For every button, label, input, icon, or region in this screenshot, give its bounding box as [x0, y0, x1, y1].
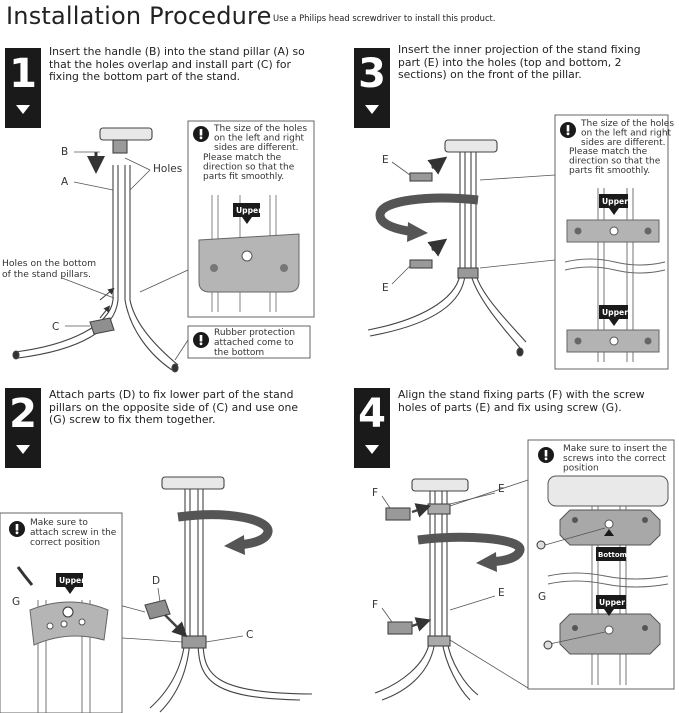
- note-line: Make sure to: [30, 518, 88, 528]
- step-1-hole-note: Upper: [187, 120, 315, 318]
- warning-icon: [560, 122, 576, 138]
- down-arrow-icon: [16, 445, 30, 454]
- warning-icon: [193, 332, 209, 348]
- step-1-number: 1: [9, 51, 37, 97]
- step-2-diagram: [107, 476, 313, 713]
- step-1-badge: 1: [5, 48, 41, 128]
- step-3-number: 3: [358, 51, 386, 97]
- note-line: Rubber protection: [214, 328, 295, 338]
- note-line: on the left and right: [581, 128, 672, 138]
- page-title: Installation Procedure: [6, 2, 272, 30]
- step-3-diagram: [367, 139, 556, 357]
- step-2-instruction: Attach parts (D) to fix lower part of th…: [49, 388, 299, 427]
- step-4-bottom-tag: Bottom: [598, 551, 627, 559]
- step-1-rubber-note: [187, 325, 311, 359]
- step-4-instruction: Align the stand fixing parts (F) with th…: [398, 388, 645, 414]
- step-2-screw-note: Upper: [0, 512, 123, 713]
- step-4-label-g: G: [538, 591, 546, 603]
- note-line: direction so that the: [569, 157, 661, 167]
- note-line: attach screw in the: [30, 528, 117, 538]
- step-4-label-e-bottom: E: [498, 587, 505, 599]
- step-2-badge: 2: [5, 388, 41, 468]
- step-3-hole-note: Upper Upper: [554, 114, 669, 370]
- note-line: sides are different.: [581, 138, 666, 148]
- step-1-label-bottom-holes-2: of the stand pillars.: [2, 269, 91, 280]
- fixing-part-c: [89, 317, 115, 335]
- step-4-label-f-bottom: F: [372, 599, 378, 611]
- note-line: Make sure to insert the: [563, 444, 668, 454]
- step-4-screw-note: Bottom Upper: [527, 439, 675, 690]
- note-line: screws into the correct: [563, 454, 666, 464]
- down-arrow-icon: [16, 105, 30, 114]
- note-line: parts fit smoothly.: [569, 166, 650, 176]
- step-4-upper-tag: Upper: [599, 598, 625, 607]
- step-1-label-holes: Holes: [153, 163, 182, 175]
- step-3-label-e-top: E: [382, 154, 389, 166]
- step-4-number: 4: [358, 391, 386, 437]
- stand-pillars-a: [12, 165, 179, 373]
- page-subtitle: Use a Philips head screwdriver to instal…: [273, 13, 496, 23]
- note-line: position: [563, 464, 599, 474]
- note-line: The size of the holes: [580, 119, 674, 129]
- handle-part-b: [99, 127, 153, 154]
- warning-icon: [193, 126, 209, 142]
- step-4-badge: 4: [354, 388, 390, 468]
- step-3-instruction: Insert the inner projection of the stand…: [398, 43, 641, 82]
- note-line: Please match the: [569, 147, 648, 157]
- step-1-label-c: C: [52, 321, 59, 333]
- step-2-label-g: G: [12, 596, 20, 608]
- note-line: attached come to: [214, 338, 294, 348]
- step-1-instruction: Insert the handle (B) into the stand pil…: [49, 45, 305, 84]
- step-3-badge: 3: [354, 48, 390, 128]
- down-arrow-icon: [365, 445, 379, 454]
- step-2-upper-tag: Upper: [59, 576, 85, 585]
- step-4-label-f-top: F: [372, 487, 378, 499]
- note-line: The size of the holes: [213, 124, 307, 134]
- step-1-label-bottom-holes-1: Holes on the bottom: [2, 258, 96, 269]
- step-1-label-a: A: [61, 176, 69, 188]
- step-3-upper-tag-bottom: Upper: [602, 308, 628, 317]
- step-4-diagram: [374, 478, 529, 701]
- step-1-upper-tag: Upper: [236, 206, 262, 215]
- note-line: direction so that the: [203, 162, 295, 172]
- warning-icon: [9, 521, 25, 537]
- note-line: parts fit smoothly.: [203, 172, 284, 182]
- step-1-label-b: B: [61, 146, 68, 158]
- step-1-diagram: [12, 127, 189, 373]
- step-2-label-c: C: [246, 629, 253, 641]
- warning-icon: [538, 447, 554, 463]
- note-line: the bottom: [214, 348, 264, 358]
- step-3-label-e-bottom: E: [382, 282, 389, 294]
- step-2-number: 2: [9, 391, 37, 437]
- step-3-upper-tag-top: Upper: [602, 197, 628, 206]
- step-4-label-e-top: E: [498, 483, 505, 495]
- note-line: correct position: [30, 538, 100, 548]
- note-line: Please match the: [203, 153, 282, 163]
- note-line: sides are different.: [214, 143, 299, 153]
- down-arrow-icon: [365, 105, 379, 114]
- step-2-label-d: D: [152, 575, 160, 587]
- note-line: on the left and right: [214, 134, 305, 144]
